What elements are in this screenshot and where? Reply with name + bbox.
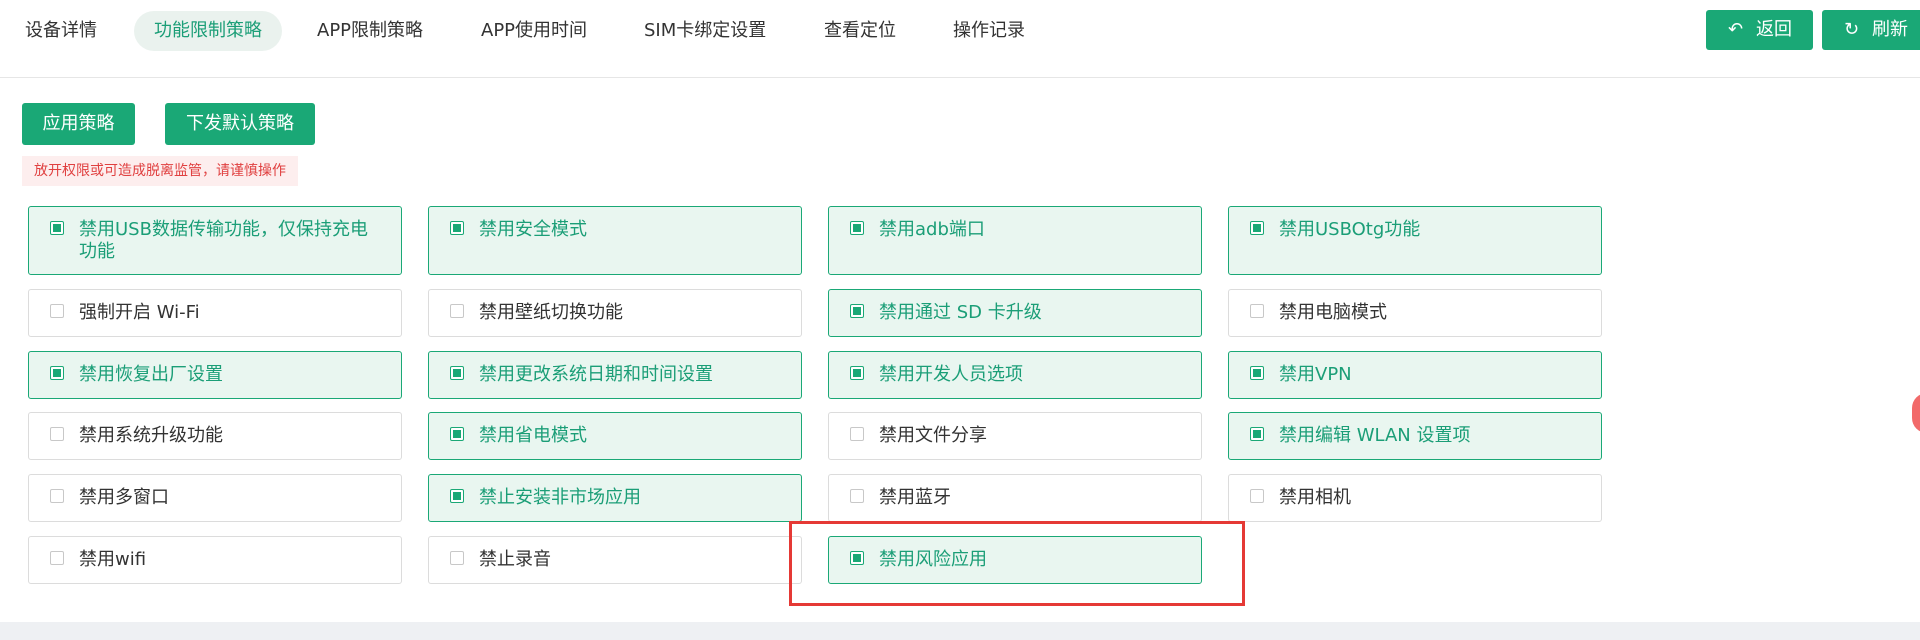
apply-policy-button[interactable]: 应用策略 — [22, 103, 135, 145]
checkbox-icon[interactable] — [50, 366, 64, 380]
option-label: 禁用wifi — [79, 549, 147, 570]
tab-device-details[interactable]: 设备详情 — [25, 20, 97, 41]
option-label: 禁用恢复出厂设置 — [79, 364, 223, 385]
option-label: 禁止录音 — [479, 549, 551, 570]
option-label: 禁止安装非市场应用 — [479, 487, 641, 508]
restriction-option[interactable]: 禁止录音 — [428, 536, 802, 584]
restriction-option[interactable]: 禁用更改系统日期和时间设置 — [428, 351, 802, 399]
option-label: 禁用开发人员选项 — [879, 364, 1023, 385]
restriction-option[interactable]: 禁用USB数据传输功能，仅保持充电功能 — [28, 206, 402, 275]
option-label: 禁用多窗口 — [79, 487, 169, 508]
restriction-option[interactable]: 禁用电脑模式 — [1228, 289, 1602, 337]
checkbox-icon[interactable] — [50, 304, 64, 318]
restriction-option[interactable]: 禁用VPN — [1228, 351, 1602, 399]
option-label: 强制开启 Wi-Fi — [79, 302, 200, 323]
restriction-option[interactable]: 禁用多窗口 — [28, 474, 402, 522]
checkbox-icon[interactable] — [850, 489, 864, 503]
refresh-button[interactable]: ↻ 刷新 — [1822, 10, 1920, 50]
restriction-option[interactable]: 禁用USBOtg功能 — [1228, 206, 1602, 275]
warning-banner: 放开权限或可造成脱离监管，请谨慎操作 — [22, 156, 298, 186]
restriction-option[interactable]: 禁用风险应用 — [828, 536, 1202, 584]
checkbox-icon[interactable] — [50, 551, 64, 565]
checkbox-icon[interactable] — [450, 427, 464, 441]
checkbox-icon[interactable] — [1250, 304, 1264, 318]
option-label: 禁用电脑模式 — [1279, 302, 1387, 323]
top-navigation-bar: 设备详情 功能限制策略 APP限制策略 APP使用时间 SIM卡绑定设置 查看定… — [0, 0, 1920, 78]
option-label: 禁用USB数据传输功能，仅保持充电功能 — [79, 219, 368, 262]
checkbox-icon[interactable] — [50, 489, 64, 503]
tab-sim-binding-settings[interactable]: SIM卡绑定设置 — [644, 20, 767, 41]
option-label: 禁用省电模式 — [479, 425, 587, 446]
checkbox-icon[interactable] — [850, 304, 864, 318]
reply-icon: ↶ — [1728, 19, 1744, 40]
option-label: 禁用系统升级功能 — [79, 425, 223, 446]
restriction-option[interactable]: 禁用相机 — [1228, 474, 1602, 522]
option-label: 禁用安全模式 — [479, 219, 587, 240]
option-label: 禁用通过 SD 卡升级 — [879, 302, 1042, 323]
highlight-box — [789, 521, 1245, 606]
checkbox-icon[interactable] — [450, 366, 464, 380]
option-label: 禁用相机 — [1279, 487, 1351, 508]
checkbox-icon[interactable] — [850, 366, 864, 380]
checkbox-icon[interactable] — [850, 221, 864, 235]
restriction-option[interactable]: 禁用省电模式 — [428, 412, 802, 460]
restriction-option[interactable]: 禁用wifi — [28, 536, 402, 584]
option-label: 禁用风险应用 — [879, 549, 987, 570]
footer-bar — [0, 622, 1920, 640]
restriction-option[interactable]: 禁用文件分享 — [828, 412, 1202, 460]
checkbox-icon[interactable] — [450, 221, 464, 235]
restriction-option[interactable]: 禁用蓝牙 — [828, 474, 1202, 522]
option-label: 禁用USBOtg功能 — [1279, 219, 1421, 240]
restriction-option[interactable]: 禁用adb端口 — [828, 206, 1202, 275]
option-label: 禁用编辑 WLAN 设置项 — [1279, 425, 1471, 446]
option-label: 禁用更改系统日期和时间设置 — [479, 364, 713, 385]
checkbox-icon[interactable] — [450, 304, 464, 318]
back-button[interactable]: ↶ 返回 — [1706, 10, 1813, 50]
restriction-option[interactable]: 禁用安全模式 — [428, 206, 802, 275]
restriction-option[interactable]: 禁用系统升级功能 — [28, 412, 402, 460]
checkbox-icon[interactable] — [50, 221, 64, 235]
restriction-option[interactable]: 禁止安装非市场应用 — [428, 474, 802, 522]
back-button-label: 返回 — [1756, 19, 1792, 40]
issue-default-policy-button[interactable]: 下发默认策略 — [165, 103, 315, 145]
tab-app-restriction-policy[interactable]: APP限制策略 — [317, 20, 424, 41]
checkbox-icon[interactable] — [1250, 366, 1264, 380]
checkbox-icon[interactable] — [1250, 221, 1264, 235]
tab-view-location[interactable]: 查看定位 — [824, 20, 896, 41]
restriction-option[interactable]: 禁用通过 SD 卡升级 — [828, 289, 1202, 337]
checkbox-icon[interactable] — [450, 489, 464, 503]
option-label: 禁用蓝牙 — [879, 487, 951, 508]
checkbox-icon[interactable] — [450, 551, 464, 565]
tab-app-usage-time[interactable]: APP使用时间 — [481, 20, 588, 41]
checkbox-icon[interactable] — [1250, 489, 1264, 503]
option-label: 禁用adb端口 — [879, 219, 985, 240]
checkbox-icon[interactable] — [850, 551, 864, 565]
restriction-option[interactable]: 禁用恢复出厂设置 — [28, 351, 402, 399]
checkbox-icon[interactable] — [1250, 427, 1264, 441]
restriction-option[interactable]: 禁用开发人员选项 — [828, 351, 1202, 399]
tab-operation-log[interactable]: 操作记录 — [953, 20, 1025, 41]
tab-function-restriction-policy[interactable]: 功能限制策略 — [134, 11, 282, 51]
refresh-button-label: 刷新 — [1872, 19, 1908, 40]
option-label: 禁用文件分享 — [879, 425, 987, 446]
restriction-option[interactable]: 禁用壁纸切换功能 — [428, 289, 802, 337]
refresh-icon: ↻ — [1844, 19, 1860, 40]
restriction-option[interactable]: 强制开启 Wi-Fi — [28, 289, 402, 337]
side-float-tab[interactable] — [1912, 393, 1920, 433]
checkbox-icon[interactable] — [50, 427, 64, 441]
option-label: 禁用壁纸切换功能 — [479, 302, 623, 323]
checkbox-icon[interactable] — [850, 427, 864, 441]
restriction-option[interactable]: 禁用编辑 WLAN 设置项 — [1228, 412, 1602, 460]
option-label: 禁用VPN — [1279, 364, 1352, 385]
